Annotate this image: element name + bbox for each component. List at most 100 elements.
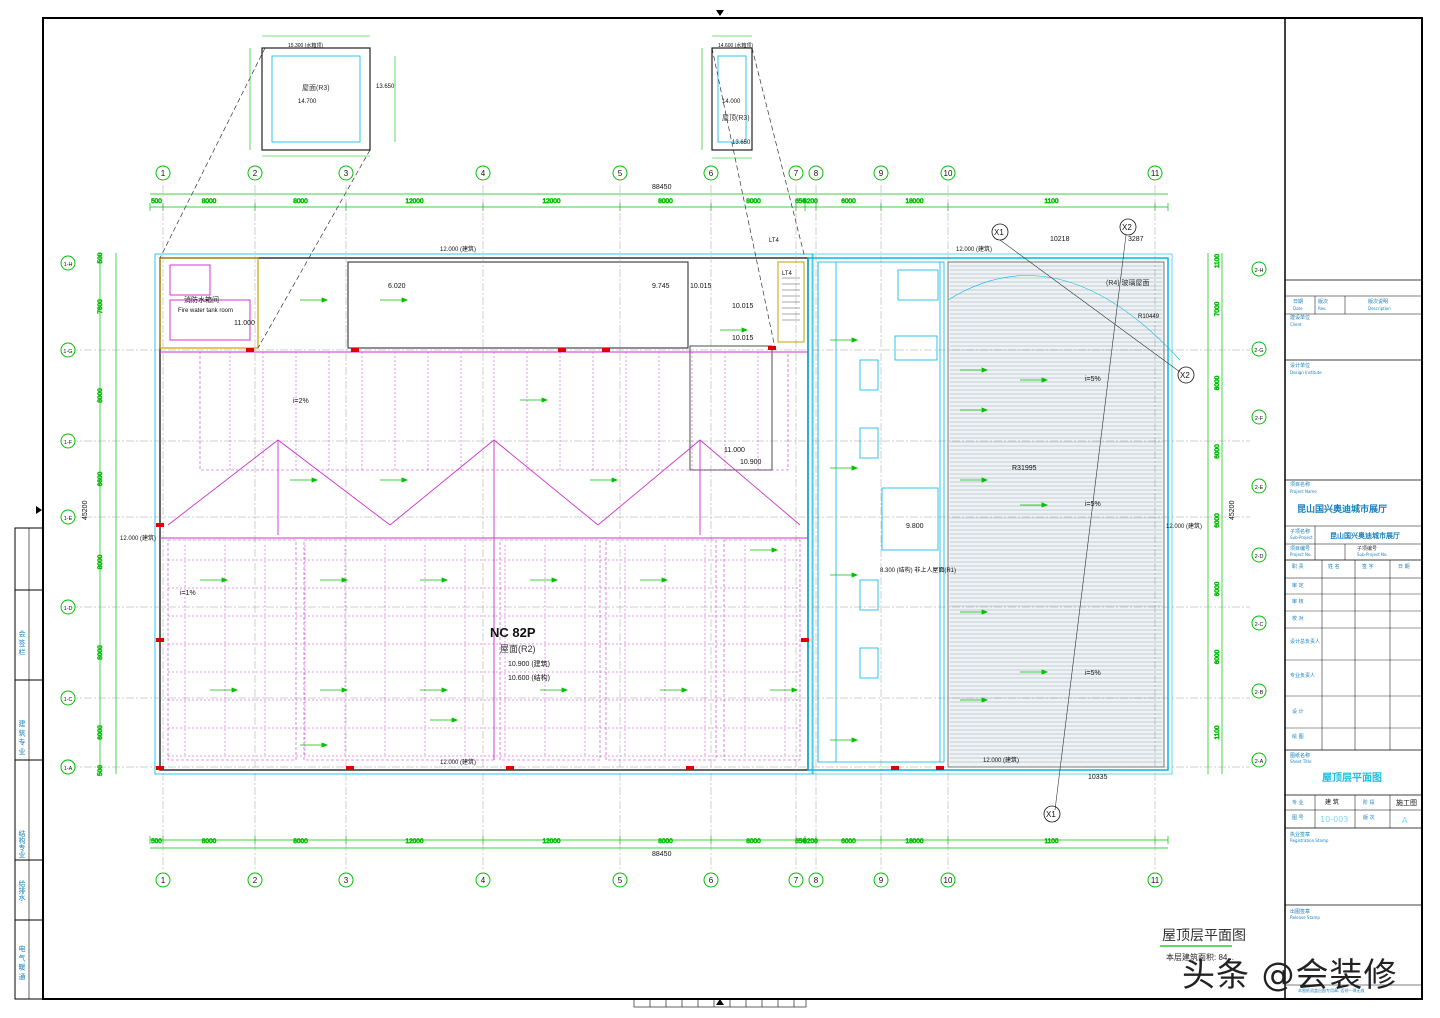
svg-text:88450: 88450	[652, 851, 672, 858]
grid-bubble-top-11: 11	[1147, 165, 1163, 181]
svg-text:6: 6	[709, 169, 714, 178]
svg-text:11: 11	[1151, 876, 1160, 885]
svg-text:10: 10	[944, 876, 953, 885]
svg-text:11.000: 11.000	[234, 320, 255, 327]
strip-cell-5: 电 气 暖 通	[18, 944, 26, 981]
grid-bubble-top-9: 9	[873, 165, 889, 181]
svg-text:施工图: 施工图	[1396, 798, 1417, 807]
svg-text:X1: X1	[1046, 810, 1056, 819]
svg-text:审 核: 审 核	[1292, 598, 1304, 605]
svg-text:日期: 日期	[1293, 299, 1303, 305]
dim-bottom-0: 500	[151, 838, 162, 845]
fire-tank-en: Fire water tank room	[178, 308, 233, 314]
svg-text:Sheet Title: Sheet Title	[1290, 759, 1312, 764]
svg-text:14.000: 14.000	[722, 99, 741, 105]
scale-ruler	[633, 998, 807, 1008]
svg-text:版次说明: 版次说明	[1368, 298, 1388, 305]
grid-bubble-left-1-C: 1-C	[60, 690, 76, 706]
dim-bottom-9: 6000	[841, 838, 856, 845]
svg-text:1-F: 1-F	[64, 440, 73, 446]
svg-text:8: 8	[814, 876, 819, 885]
dim-left-2: 8000	[97, 388, 104, 403]
svg-text:Client: Client	[1290, 322, 1302, 327]
grid-bubble-right-2-G: 2-G	[1251, 341, 1267, 357]
dim-left-4: 8000	[97, 554, 104, 569]
svg-text:本层建筑面积: 84...: 本层建筑面积: 84...	[1166, 952, 1234, 962]
svg-text:5: 5	[618, 169, 623, 178]
dim-right-0: 1100	[1214, 254, 1221, 268]
grid-bubble-bottom-1: 1	[155, 872, 171, 888]
svg-text:执业签章: 执业签章	[1290, 831, 1310, 838]
svg-text:项目编号: 项目编号	[1290, 545, 1310, 552]
strip-cell-2: 建 筑 专 业	[18, 719, 26, 755]
svg-text:Project Name: Project Name	[1290, 489, 1317, 494]
svg-text:LT4: LT4	[782, 271, 793, 277]
svg-text:10-003: 10-003	[1320, 815, 1348, 824]
svg-text:专 业: 专 业	[1292, 799, 1304, 806]
svg-text:子项名称: 子项名称	[1290, 528, 1310, 535]
svg-text:i=5%: i=5%	[1085, 670, 1101, 677]
dim-right-3: 6000	[1214, 444, 1221, 459]
svg-text:Sub-Project: Sub-Project	[1290, 535, 1313, 540]
roof-r2-label: 屋面(R2)	[500, 644, 536, 654]
svg-text:1-E: 1-E	[64, 516, 73, 522]
svg-text:LT4: LT4	[769, 238, 780, 244]
svg-text:2-E: 2-E	[1255, 485, 1264, 491]
dim-bottom-10: 18000	[905, 838, 923, 845]
dim-left-0: 500	[97, 252, 104, 263]
svg-text:6: 6	[709, 876, 714, 885]
svg-text:X2: X2	[1122, 223, 1132, 232]
svg-text:本图纸须盖出图专用章, 否则一律无效: 本图纸须盖出图专用章, 否则一律无效	[1298, 987, 1365, 993]
svg-text:1-G: 1-G	[63, 349, 72, 355]
svg-text:校 对: 校 对	[1292, 615, 1304, 622]
svg-text:版次: 版次	[1318, 298, 1328, 305]
dim-bottom-7: 650	[795, 838, 806, 845]
svg-text:6.020: 6.020	[388, 283, 406, 290]
svg-text:12.000 (建筑): 12.000 (建筑)	[440, 758, 476, 766]
dim-bottom-2: 8000	[293, 838, 308, 845]
svg-text:3: 3	[344, 876, 349, 885]
dim-left-1: 7600	[97, 299, 104, 314]
svg-text:Project No.: Project No.	[1290, 552, 1312, 557]
svg-text:88450: 88450	[652, 184, 672, 191]
dim-left-5: 8000	[97, 645, 104, 660]
svg-text:姓 名: 姓 名	[1328, 563, 1340, 570]
dim-bottom-3: 12000	[405, 838, 423, 845]
svg-text:4: 4	[481, 169, 486, 178]
svg-text:12.000 (建筑): 12.000 (建筑)	[440, 245, 476, 253]
svg-text:签 字: 签 字	[1362, 563, 1374, 570]
svg-text:45200: 45200	[82, 500, 89, 520]
grid-bubble-bottom-3: 3	[338, 872, 354, 888]
svg-text:13.650: 13.650	[376, 84, 395, 90]
equipment-zone	[817, 261, 945, 763]
dim-top-2: 8000	[293, 198, 308, 205]
grid-bubble-top-1: 1	[155, 165, 171, 181]
svg-text:11: 11	[1151, 169, 1160, 178]
grid-bubble-bottom-10: 10	[940, 872, 956, 888]
svg-text:10218: 10218	[1050, 236, 1070, 243]
elev-10900-label: 10.900 (建筑)	[508, 659, 550, 668]
grid-bubble-left-1H: 1-H	[60, 255, 76, 271]
svg-text:Rev.: Rev.	[1318, 306, 1326, 311]
svg-text:2-D: 2-D	[1255, 554, 1264, 560]
dim-left-6: 6000	[97, 725, 104, 740]
dim-top-8: 6200	[803, 198, 818, 205]
main-label: NC 82P	[490, 625, 536, 640]
svg-text:A: A	[1402, 816, 1408, 825]
svg-text:设计单位: 设计单位	[1290, 362, 1310, 369]
strip-cell-3: 结构专业	[18, 829, 26, 858]
grid-bubble-right-2-D: 2-D	[1251, 547, 1267, 563]
title-block: 建设单位 Client 日期 版次 版次说明 Date Rev. Descrip…	[1285, 279, 1422, 993]
grid-bubble-left-1-D: 1-D	[60, 599, 76, 615]
svg-text:12.000 (建筑): 12.000 (建筑)	[120, 534, 156, 542]
sheet-title: 屋顶层平面图	[1322, 772, 1382, 784]
svg-text:Description: Description	[1368, 306, 1391, 311]
svg-text:建设单位: 建设单位	[1290, 314, 1310, 321]
svg-text:7: 7	[794, 876, 799, 885]
svg-text:3: 3	[344, 169, 349, 178]
svg-text:设计总负责人: 设计总负责人	[1290, 638, 1320, 645]
grid-bubble-bottom-7: 7	[788, 872, 804, 888]
grid-bubble-bottom-6: 6	[703, 872, 719, 888]
grid-bubble-top-3: 3	[338, 165, 354, 181]
dim-top-7: 650	[795, 198, 806, 205]
